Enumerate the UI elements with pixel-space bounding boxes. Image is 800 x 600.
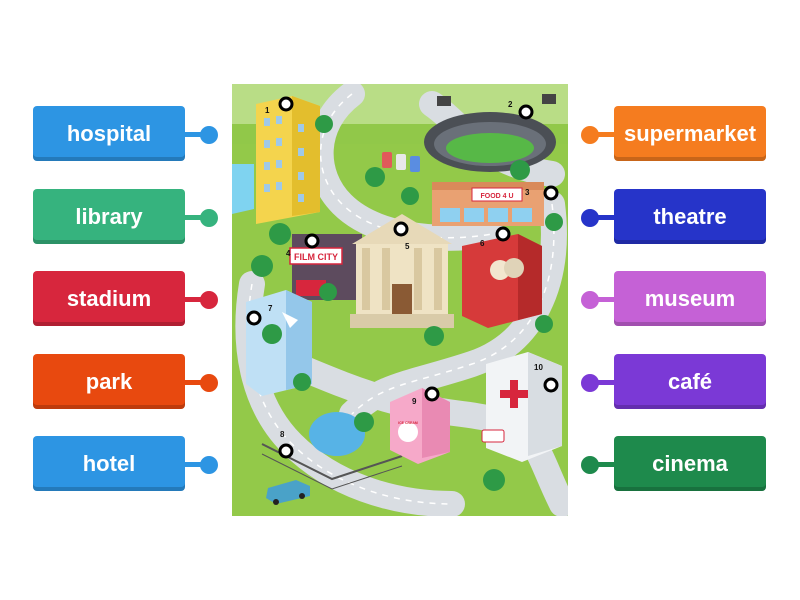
cafe-building: ICE CREAM <box>390 388 450 464</box>
connector-library <box>185 215 205 220</box>
drag-handle-hospital[interactable] <box>200 126 218 144</box>
left-label-library[interactable]: library <box>33 189 185 244</box>
drag-handle-museum[interactable] <box>581 291 599 309</box>
marker-1[interactable]: 1 <box>265 96 294 115</box>
left-label-hospital[interactable]: hospital <box>33 106 185 161</box>
marker-9[interactable]: 9 <box>412 386 440 406</box>
theatre-building <box>462 234 542 328</box>
right-label-supermarket[interactable]: supermarket <box>614 106 766 161</box>
museum-building <box>350 214 454 328</box>
right-label-cinema[interactable]: cinema <box>614 436 766 491</box>
drag-handle-stadium[interactable] <box>200 291 218 309</box>
marker-8[interactable]: 8 <box>278 430 294 459</box>
left-label-stadium[interactable]: stadium <box>33 271 185 326</box>
connector-park <box>185 380 205 385</box>
car <box>266 480 310 505</box>
drag-handle-theatre[interactable] <box>581 209 599 227</box>
marker-5-number: 5 <box>405 242 410 251</box>
library-building <box>246 290 312 396</box>
right-label-cafe[interactable]: café <box>614 354 766 409</box>
left-label-park[interactable]: park <box>33 354 185 409</box>
marker-3-number: 3 <box>525 188 530 197</box>
drag-handle-park[interactable] <box>200 374 218 392</box>
parking-cars <box>382 152 420 172</box>
marker-9-number: 9 <box>412 397 417 406</box>
drag-handle-supermarket[interactable] <box>581 126 599 144</box>
marker-2-number: 2 <box>508 100 513 109</box>
marker-5[interactable]: 5 <box>393 221 410 251</box>
marker-1-number: 1 <box>265 106 270 115</box>
trees <box>251 115 563 491</box>
drag-handle-library[interactable] <box>200 209 218 227</box>
stadium-building <box>424 94 556 172</box>
town-map-image: FOOD 4 U FILM CITY ICE <box>232 84 568 516</box>
right-label-museum[interactable]: museum <box>614 271 766 326</box>
marker-2[interactable]: 2 <box>508 100 534 120</box>
marker-10-number: 10 <box>534 363 543 372</box>
marker-7-number: 7 <box>268 304 273 313</box>
marker-7[interactable]: 7 <box>246 304 273 326</box>
marker-10[interactable]: 10 <box>534 363 559 393</box>
right-label-theatre[interactable]: theatre <box>614 189 766 244</box>
connector-hotel <box>185 462 205 467</box>
marker-6-number: 6 <box>480 239 485 248</box>
marker-4-number: 4 <box>286 249 291 258</box>
connector-cinema <box>595 462 615 467</box>
connector-museum <box>595 297 615 302</box>
drag-handle-cinema[interactable] <box>581 456 599 474</box>
connector-hospital <box>185 132 205 137</box>
food-shop-sign: FOOD 4 U <box>480 193 513 200</box>
connector-cafe <box>595 380 615 385</box>
connector-stadium <box>185 297 205 302</box>
left-label-hotel[interactable]: hotel <box>33 436 185 491</box>
food-shop-building: FOOD 4 U <box>432 182 544 226</box>
pool <box>232 164 254 214</box>
hospital-building <box>481 352 562 462</box>
connector-supermarket <box>595 132 615 137</box>
drag-handle-cafe[interactable] <box>581 374 599 392</box>
cafe-sign: ICE CREAM <box>398 421 418 425</box>
marker-6[interactable]: 6 <box>480 226 511 248</box>
drag-handle-hotel[interactable] <box>200 456 218 474</box>
marker-8-number: 8 <box>280 430 285 439</box>
marker-4[interactable]: 4 <box>286 233 320 258</box>
hotel-building <box>256 96 320 224</box>
cinema-sign: FILM CITY <box>294 252 338 262</box>
connector-theatre <box>595 215 615 220</box>
marker-3[interactable]: 3 <box>525 185 559 201</box>
